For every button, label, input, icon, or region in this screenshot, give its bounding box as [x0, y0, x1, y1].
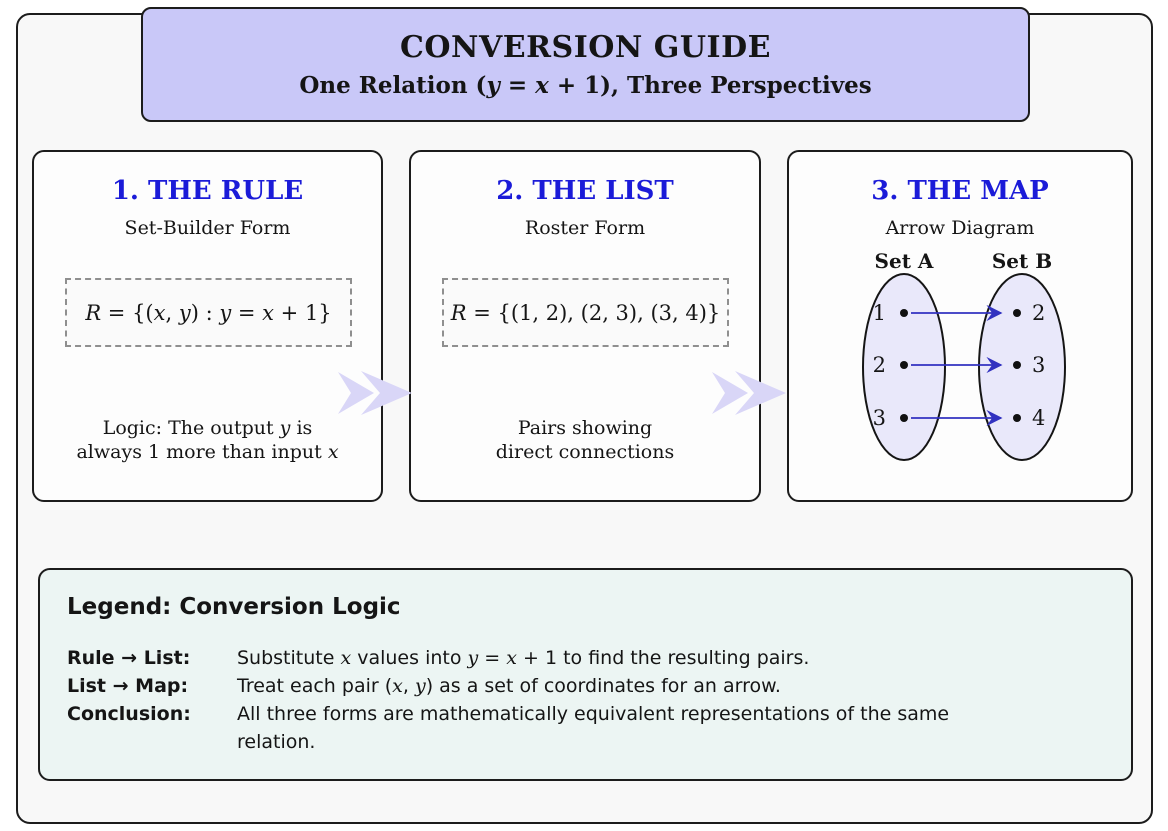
- panel-1-heading: 1. THE RULE: [111, 176, 304, 206]
- map-right-dot: [1013, 309, 1021, 317]
- set-builder-formula: R = {(x, y) : y = x + 1}: [85, 300, 332, 325]
- map-left-value: 3: [873, 406, 886, 430]
- legend-text-conclusion: All three forms are mathematically equiv…: [237, 703, 950, 753]
- panel-2-subhead: Roster Form: [524, 217, 646, 239]
- figure-subtitle: One Relation (y = x + 1), Three Perspect…: [299, 72, 872, 99]
- map-left-dot: [900, 309, 908, 317]
- panel-2-heading: 2. THE LIST: [496, 176, 674, 206]
- map-right-dot: [1013, 414, 1021, 422]
- chevron-right-icon: [338, 371, 412, 415]
- map-right-value: 2: [1032, 301, 1045, 325]
- arrow-diagram: Set A Set B 1 2 2 3 3 4: [862, 249, 1066, 461]
- legend-text-rule-to-list: Substitute x values into y = x + 1 to fi…: [237, 647, 810, 669]
- panel-1-subhead: Set-Builder Form: [124, 217, 291, 239]
- map-right-value: 4: [1032, 406, 1045, 430]
- legend-text-list-to-map: Treat each pair (x, y) as a set of coord…: [237, 675, 781, 697]
- legend-rows: Rule → List: Substitute x values into y …: [67, 644, 1131, 756]
- panel-the-list: 2. THE LIST Roster Form R = {(1, 2), (2,…: [409, 150, 761, 502]
- panel-the-map: 3. THE MAP Arrow Diagram Set A Set B 1 2 2 3 3…: [787, 150, 1133, 502]
- map-left-dot: [900, 414, 908, 422]
- title-box: CONVERSION GUIDE One Relation (y = x + 1…: [141, 7, 1030, 122]
- set-a-label: Set A: [875, 249, 934, 273]
- panel-the-rule: 1. THE RULE Set-Builder Form R = {(x, y)…: [32, 150, 383, 502]
- map-right-dot: [1013, 361, 1021, 369]
- legend-box: Legend: Conversion Logic Rule → List: Su…: [38, 568, 1133, 781]
- set-b-label: Set B: [992, 249, 1052, 273]
- legend-label-list-to-map: List → Map:: [67, 675, 189, 697]
- map-left-value: 1: [873, 301, 886, 325]
- legend-label-conclusion: Conclusion:: [67, 703, 191, 725]
- legend-heading: Legend: Conversion Logic: [67, 594, 401, 620]
- map-left-value: 2: [873, 353, 886, 377]
- figure-title: CONVERSION GUIDE: [400, 30, 771, 65]
- set-b-ellipse: [978, 273, 1066, 461]
- roster-formula: R = {(1, 2), (2, 3), (3, 4)}: [450, 300, 721, 325]
- chevron-right-icon: [712, 371, 786, 415]
- legend-label-rule-to-list: Rule → List:: [67, 647, 191, 669]
- panel-3-subhead: Arrow Diagram: [885, 217, 1035, 239]
- map-right-value: 3: [1032, 353, 1045, 377]
- map-left-dot: [900, 361, 908, 369]
- set-builder-formula-box: R = {(x, y) : y = x + 1}: [65, 278, 352, 347]
- panel-3-heading: 3. THE MAP: [871, 176, 1049, 206]
- roster-formula-box: R = {(1, 2), (2, 3), (3, 4)}: [442, 278, 729, 347]
